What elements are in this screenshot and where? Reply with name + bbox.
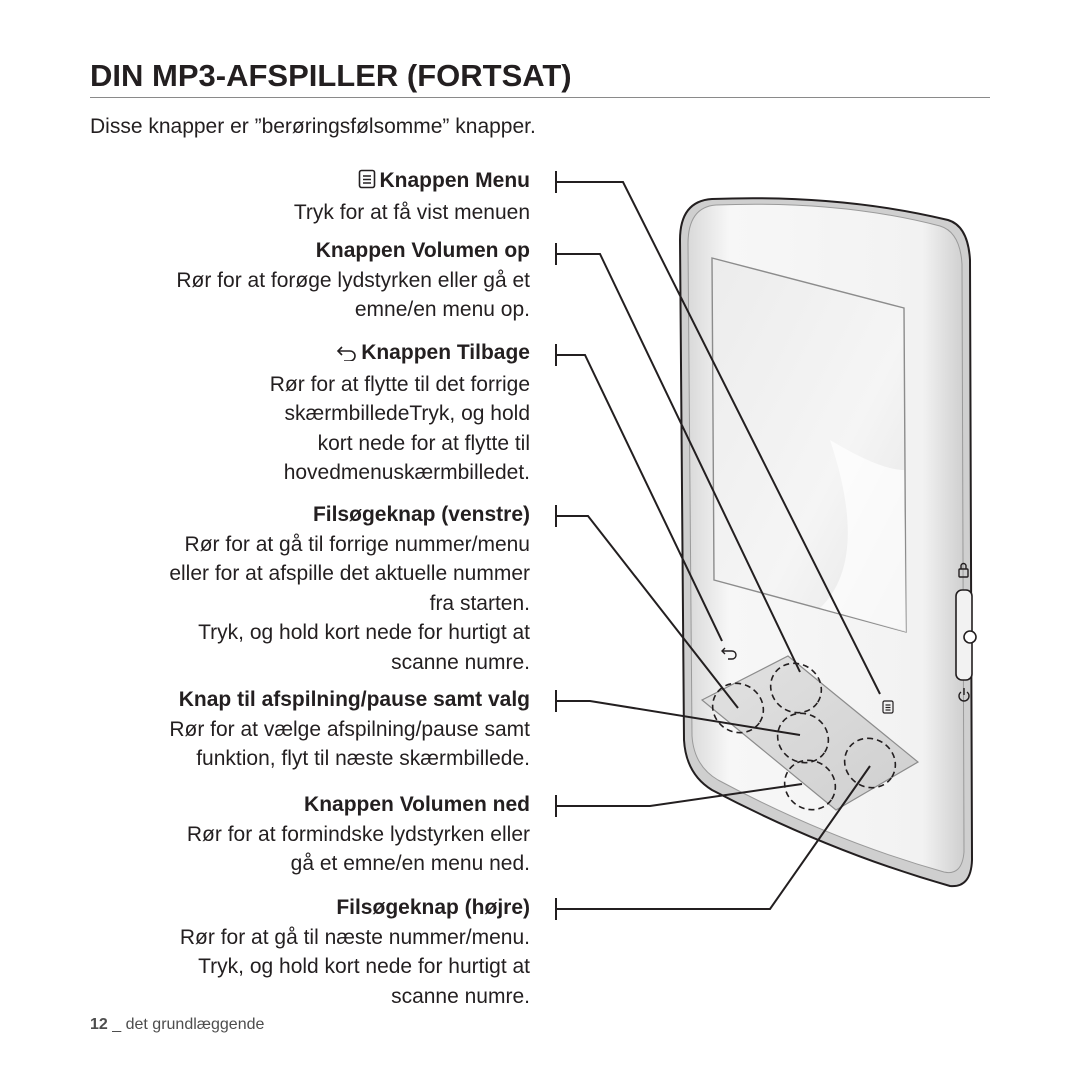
section-text-line: Tryk for at få vist menuen — [293, 200, 530, 224]
footer-section-name: det grundlæggende — [125, 1016, 265, 1033]
section-text-line: Rør for at gå til næste nummer/menu. — [179, 925, 530, 949]
title-rule — [90, 97, 990, 98]
section-text-line: Rør for at flytte til det forrige — [269, 372, 530, 396]
intro-text: Disse knapper er ”berøringsfølsomme” kna… — [90, 115, 536, 138]
section-back-button: Knappen Tilbage Rør for at flytte til de… — [270, 338, 530, 488]
section-heading: Filsøgeknap (højre) — [336, 896, 530, 919]
page-number: 12 — [90, 1016, 108, 1033]
section-heading: Filsøgeknap (venstre) — [312, 503, 530, 526]
back-arrow-icon — [721, 647, 737, 660]
menu-icon — [358, 168, 376, 198]
section-heading: Knappen Volumen op — [315, 239, 530, 262]
section-volume-down: Knappen Volumen ned Rør for at formindsk… — [187, 790, 530, 879]
section-menu-button: Knappen Menu Tryk for at få vist menuen — [294, 166, 530, 227]
touch-pad-area — [700, 655, 920, 811]
section-text-line: skærmbilledeTryk, og hold — [284, 402, 530, 425]
section-search-left: Filsøgeknap (venstre) Rør for at gå til … — [169, 500, 530, 677]
footer-separator: _ — [112, 1016, 122, 1033]
section-text-line: emne/en menu op. — [354, 298, 530, 321]
section-heading: Knappen Tilbage — [270, 338, 530, 370]
section-play-pause: Knap til afspilning/pause samt valg Rør … — [169, 685, 530, 774]
hold-switch[interactable] — [955, 589, 977, 681]
section-text-line: Tryk, og hold kort nede for hurtigt at — [198, 621, 530, 644]
section-text-line: kort nede for at flytte til — [317, 431, 530, 455]
menu-icon — [882, 700, 894, 714]
section-heading-label: Knappen Tilbage — [361, 341, 530, 364]
section-text-line: fra starten. — [429, 591, 530, 615]
callout-lines — [555, 171, 881, 920]
section-text-line: scanne numre. — [391, 650, 530, 674]
section-text-line: hovedmenuskærmbilledet. — [283, 461, 530, 484]
page-title: DIN MP3-AFSPILLER (FORTSAT) — [90, 58, 572, 93]
section-text-line: Rør for at vælge afspilning/pause samt — [169, 717, 530, 741]
section-text-line: gå et emne/en menu ned. — [290, 852, 530, 875]
section-heading: Knappen Menu — [294, 166, 530, 198]
section-search-right: Filsøgeknap (højre) Rør for at gå til næ… — [180, 893, 530, 1011]
power-icon — [958, 688, 970, 702]
section-volume-up: Knappen Volumen op Rør for at forøge lyd… — [176, 236, 530, 325]
lock-icon — [958, 562, 969, 578]
section-heading-label: Knappen Menu — [379, 169, 531, 192]
section-text-line: funktion, flyt til næste skærmbillede. — [196, 747, 530, 770]
section-text-line: Tryk, og hold kort nede for hurtigt at — [198, 955, 530, 978]
section-heading: Knap til afspilning/pause samt valg — [178, 688, 530, 711]
section-text-line: Rør for at formindske lydstyrken eller — [186, 822, 530, 846]
section-text-line: Rør for at forøge lydstyrken eller gå et — [176, 268, 530, 292]
back-arrow-icon — [335, 340, 357, 370]
page-footer: 12 _ det grundlæggende — [90, 1016, 264, 1034]
section-heading: Knappen Volumen ned — [304, 793, 530, 816]
section-text-line: Rør for at gå til forrige nummer/menu — [184, 532, 530, 556]
section-text-line: scanne numre. — [391, 984, 530, 1008]
section-text-line: eller for at afspille det aktuelle numme… — [169, 562, 530, 585]
